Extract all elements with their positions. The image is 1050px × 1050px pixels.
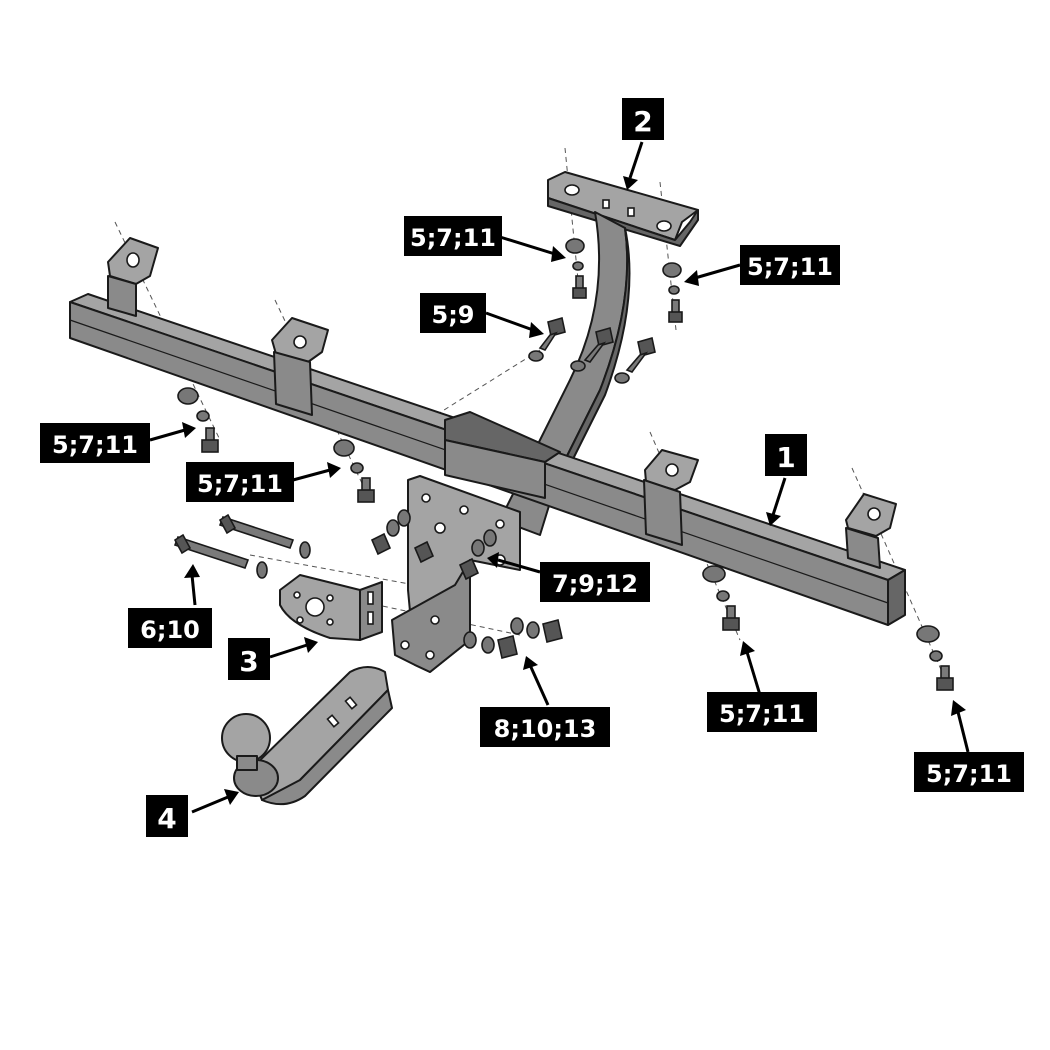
beam-bracket-far-right	[845, 493, 897, 569]
callout-5-7-11-bottom-mid: 5;7;11	[707, 692, 817, 732]
callout-label: 5;7;11	[926, 760, 1012, 788]
beam-bracket-left	[271, 317, 329, 416]
callout-5-7-11-top-right: 5;7;11	[740, 245, 840, 285]
callout-1: 1	[765, 434, 807, 476]
callout-label: 5;7;11	[747, 253, 833, 281]
callout-5-7-11-top-left: 5;7;11	[404, 216, 502, 256]
callout-1-text: 1	[776, 441, 795, 474]
beam-bracket-far-left	[107, 237, 159, 317]
alignment-lines	[114, 147, 951, 691]
callout-2: 2	[622, 98, 664, 140]
callout-label: 5;7;11	[52, 431, 138, 459]
callout-3: 3	[228, 638, 270, 680]
callout-label: 7;9;12	[552, 570, 638, 598]
callout-2-text: 2	[633, 105, 652, 138]
callout-label: 5;7;11	[719, 700, 805, 728]
callout-8-10-13: 8;10;13	[480, 707, 610, 747]
part-1-cross-beam	[69, 237, 906, 626]
beam-bracket-right	[643, 449, 699, 546]
callout-label: 5;9	[432, 301, 475, 329]
callout-label: 8;10;13	[494, 715, 597, 743]
part-3-socket-plate	[279, 574, 383, 641]
callout-4: 4	[146, 795, 188, 837]
callout-4-text: 4	[157, 802, 176, 835]
part-4-tow-ball	[221, 666, 393, 806]
callout-label: 5;7;11	[410, 224, 496, 252]
callout-label: 5;7;11	[197, 470, 283, 498]
callout-label: 6;10	[140, 616, 200, 644]
callout-6-10: 6;10	[128, 608, 212, 648]
long-bolts	[173, 513, 311, 579]
callout-5-7-11-mid-left: 5;7;11	[186, 462, 294, 502]
callout-3-text: 3	[239, 645, 258, 678]
callout-5-9: 5;9	[420, 293, 486, 333]
callout-7-9-12: 7;9;12	[540, 562, 650, 602]
callout-5-7-11-left: 5;7;11	[40, 423, 150, 463]
fasteners	[177, 238, 954, 691]
callout-arrows	[149, 141, 970, 814]
callout-5-7-11-bottom-right: 5;7;11	[914, 752, 1024, 792]
